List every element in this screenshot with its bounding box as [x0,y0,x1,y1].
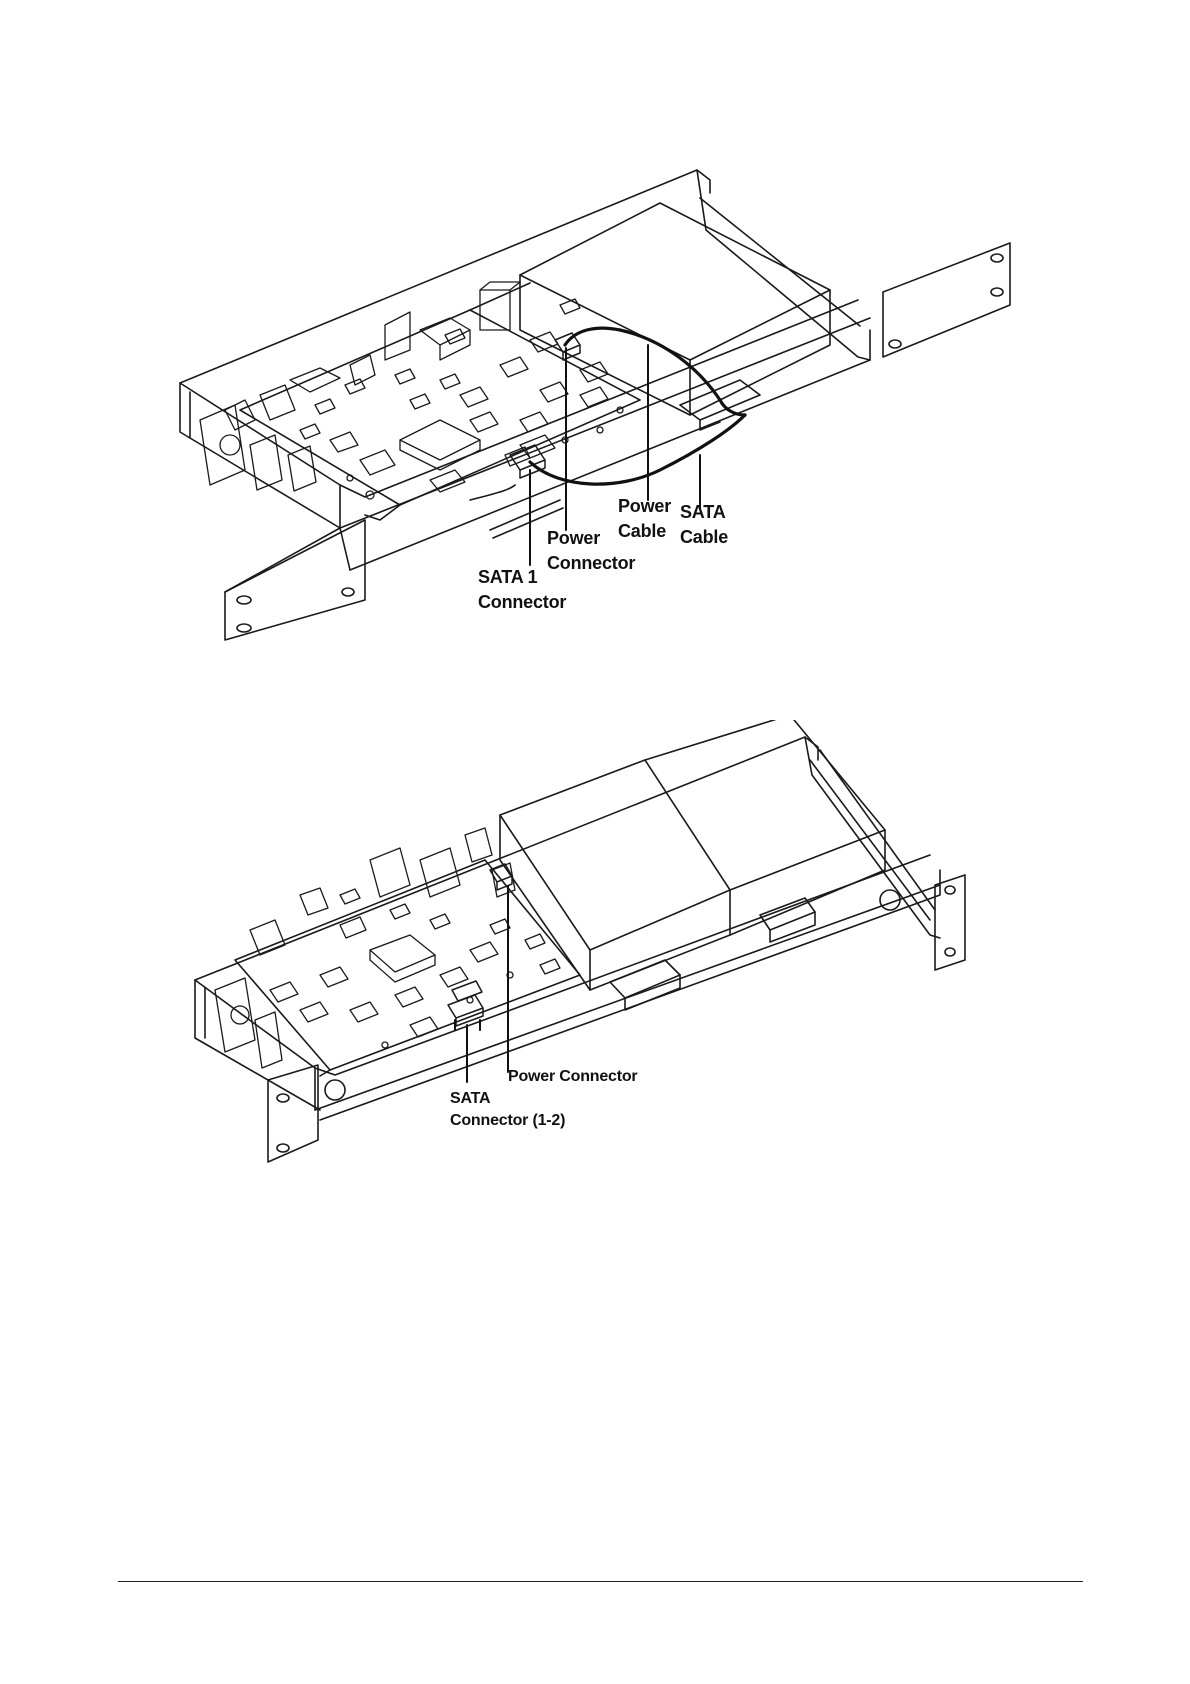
label-power-connector: Power Connector [508,1066,637,1088]
leader-lines [455,886,508,1082]
left-rack-ear [225,520,365,640]
left-rack-ear [268,1065,318,1162]
figure-dual-drive: Power Connector SATA Connector (1-2) [0,720,1190,1240]
label-sata-connector: SATA Connector (1-2) [450,1088,565,1132]
label-sata-cable: SATA Cable [680,500,728,550]
chassis-shell [195,737,940,1120]
board-components [250,828,560,1048]
power-connector-shape [555,333,580,360]
motherboard [235,860,900,1100]
figure-single-drive: Power Cable SATA Cable Power Connector S… [0,0,1190,660]
label-sata1-connector: SATA 1 Connector [478,565,566,615]
footer-rule [118,1581,1083,1582]
chassis-drawing-dual-drive [0,720,1190,1240]
right-rack-ear [883,243,1010,357]
